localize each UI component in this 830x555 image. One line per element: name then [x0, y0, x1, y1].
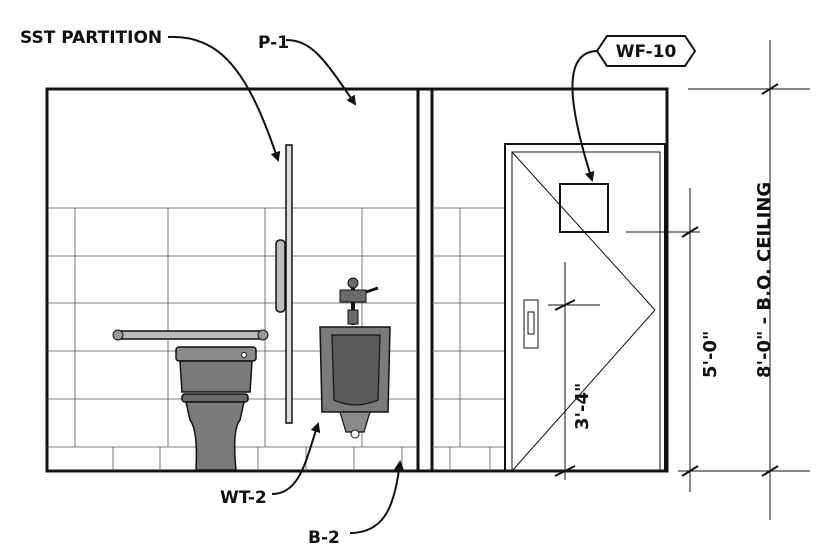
door: [504, 143, 666, 472]
leader-lines: [167, 35, 599, 534]
grab-bar-vertical: [275, 239, 286, 313]
water-fountain-box: [559, 183, 609, 233]
wf-10-tag-text: WF-10: [616, 42, 677, 62]
wf-10-tag: WF-10: [595, 35, 697, 67]
dim-8-0-text: 8'-0" - B.O. CEILING: [754, 182, 775, 378]
urinal-fixture: [319, 277, 391, 439]
dimension-lines: [548, 40, 810, 520]
toilet-fixture: [175, 346, 257, 471]
sst-partition: [285, 144, 293, 424]
p-1-label: P-1: [258, 33, 289, 53]
grab-bar-horizontal: [112, 329, 269, 341]
sst-partition-label: SST PARTITION: [20, 28, 162, 48]
wt-2-label: WT-2: [220, 488, 267, 508]
dim-5-0-text: 5'-0": [700, 331, 721, 378]
wall-outline: [45, 87, 669, 473]
b-2-label: B-2: [308, 528, 340, 548]
dim-3-4-text: 3'-4": [572, 383, 593, 430]
